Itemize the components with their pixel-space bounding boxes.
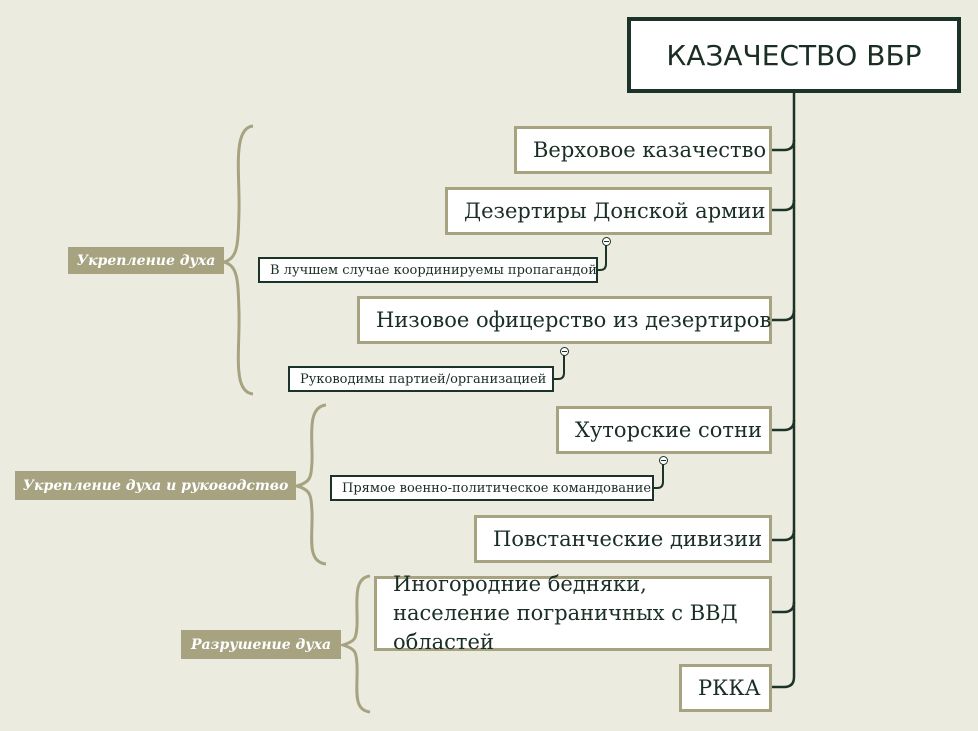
collapse-note-3-icon[interactable] [659,456,668,465]
group-label: Разрушение духа [190,636,332,653]
connector-note-2 [554,354,565,380]
branch-node-2[interactable]: Дезертиры Донской армии [445,187,772,235]
connector-branch-4 [771,419,796,432]
branch-label: Верховое казачество [533,138,767,162]
branch-node-4[interactable]: Хуторские сотни [556,406,772,454]
branch-node-5[interactable]: Повстанческие дивизии [474,515,772,563]
branch-label: Дезертиры Донской армии [464,199,766,223]
group-tag-3[interactable]: Разрушение духа [181,630,341,659]
group-tag-2[interactable]: Укрепление духа и руководство [15,471,296,500]
group-tag-1[interactable]: Укрепление духа [68,247,224,274]
collapse-note-2-icon[interactable] [560,347,569,356]
branch-label: РККА [698,676,761,700]
connector-branch-1 [771,139,796,152]
note-node-1[interactable]: В лучшем случае координируемы пропагандо… [258,257,598,283]
connector-branch-6 [771,601,796,614]
root-node[interactable]: КАЗАЧЕСТВО ВБР [627,17,961,93]
branch-label: Повстанческие дивизии [493,527,763,551]
branch-node-7[interactable]: РККА [679,664,772,712]
branch-node-1[interactable]: Верховое казачество [514,126,772,174]
branch-node-3[interactable]: Низовое офицерство из дезертиров [357,296,772,344]
spine-line [771,92,796,689]
connector-branch-2 [771,199,796,212]
note-label: Прямое военно-политическое командование [342,480,652,496]
note-label: Руководимы партией/организацией [300,371,547,387]
note-node-3[interactable]: Прямое военно-политическое командование [330,475,654,501]
brace-group-3 [337,574,371,714]
root-label: КАЗАЧЕСТВО ВБР [666,38,922,72]
group-label: Укрепление духа [76,252,216,269]
group-label: Укрепление духа и руководство [22,477,289,494]
brace-group-2 [291,403,327,566]
connector-branch-5 [771,529,796,542]
connector-note-1 [598,244,607,271]
branch-label: Низовое офицерство из дезертиров [376,308,772,332]
note-label: В лучшем случае координируемы пропагандо… [270,262,597,278]
brace-group-1 [218,124,254,396]
connector-note-3 [654,463,664,489]
connector-branch-3 [771,309,796,322]
collapse-note-1-icon[interactable] [602,237,611,246]
branch-label: Иногородние бедняки, население пограничн… [393,572,738,654]
branch-label: Хуторские сотни [575,418,763,442]
branch-node-6[interactable]: Иногородние бедняки, население пограничн… [374,572,772,654]
note-node-2[interactable]: Руководимы партией/организацией [288,366,554,392]
